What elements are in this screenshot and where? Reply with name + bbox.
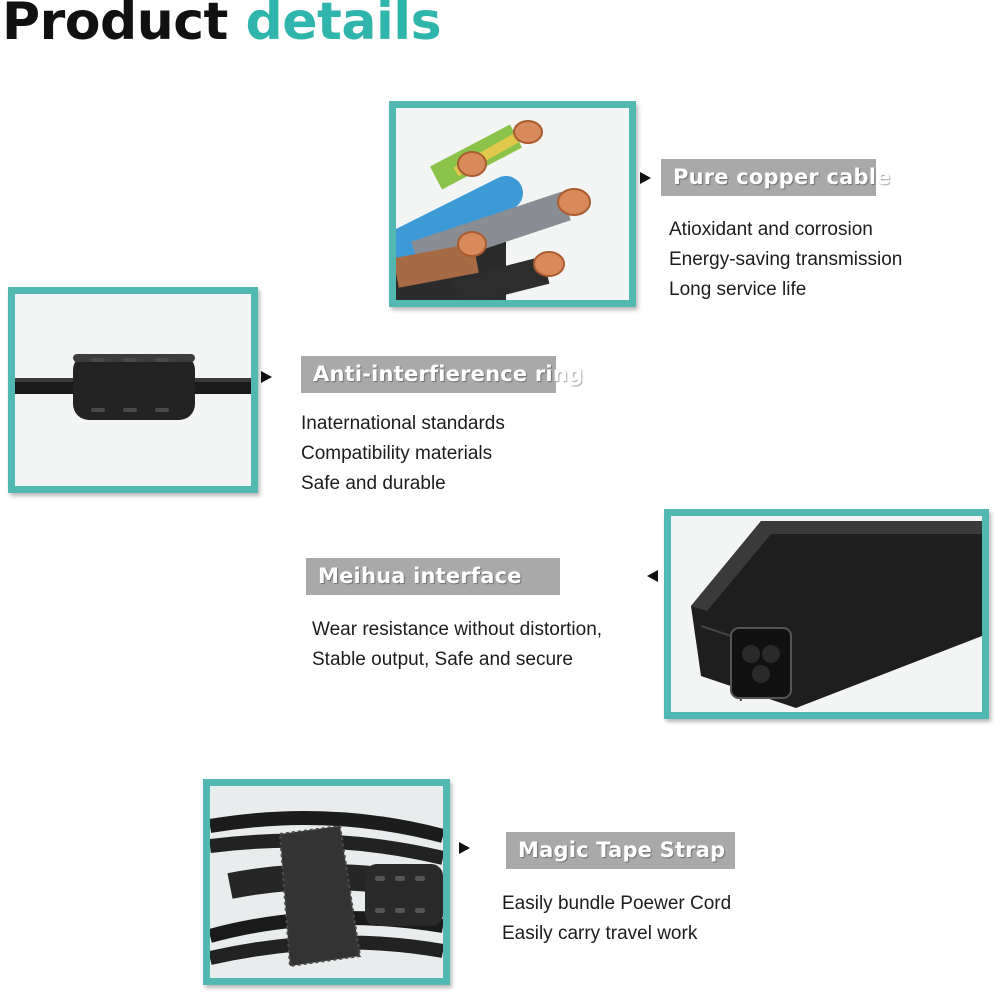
feature-line: Compatibility materials [301, 443, 493, 464]
feature-list-ferrite-ring: Inaternational standards Compatibility m… [301, 409, 505, 499]
title-product: Product [2, 0, 228, 52]
feature-label-meihua-interface: Meihua interface [306, 558, 560, 595]
feature-list-copper-cable: Atioxidant and corrosion Energy-saving t… [669, 215, 902, 305]
feature-line: Safe and durable [301, 473, 446, 494]
meihua-interface-image [664, 509, 989, 719]
feature-line: Long service life [669, 279, 807, 300]
feature-label-magic-tape-strap: Magic Tape Strap [506, 832, 735, 869]
feature-line: Atioxidant and corrosion [669, 219, 873, 240]
feature-label-ferrite-ring: Anti-interfierence ring [301, 356, 583, 393]
magic-tape-strap-image [203, 779, 450, 985]
feature-line: Easily carry travel work [502, 923, 698, 944]
ferrite-ring-image [8, 287, 258, 493]
page-title: Product details [2, 0, 442, 52]
feature-label-copper-cable: Pure copper cable [661, 159, 890, 196]
feature-line: Inaternational standards [301, 413, 505, 434]
feature-list-magic-tape-strap: Easily bundle Poewer Cord Easily carry t… [502, 889, 731, 949]
pointer-arrow-icon [459, 842, 470, 854]
feature-list-meihua-interface: Wear resistance without distortion, Stab… [312, 615, 602, 675]
feature-line: Easily bundle Poewer Cord [502, 893, 732, 914]
pointer-arrow-icon [261, 371, 272, 383]
feature-line: Stable output, Safe and secure [312, 649, 573, 670]
copper-cable-image [389, 101, 636, 307]
feature-line: Wear resistance without distortion, [312, 619, 603, 640]
feature-line: Energy-saving transmission [669, 249, 903, 270]
title-details: details [245, 0, 442, 52]
pointer-arrow-icon [640, 172, 651, 184]
pointer-arrow-icon [647, 570, 658, 582]
